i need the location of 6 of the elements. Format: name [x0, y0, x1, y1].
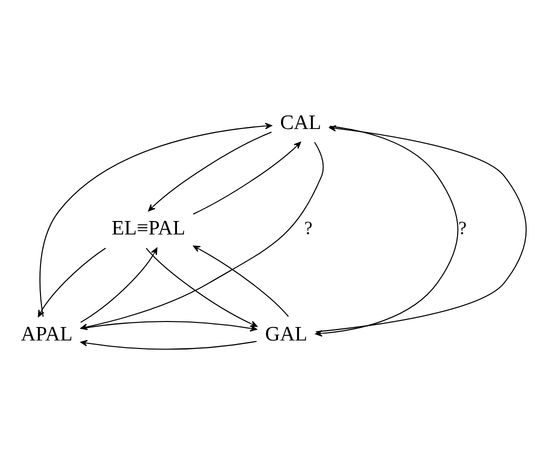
- edge-label: ?: [458, 219, 467, 240]
- node-text: CAL: [280, 112, 322, 134]
- node-text: EL≡PAL: [112, 218, 186, 240]
- node-text: GAL: [265, 324, 308, 346]
- edge-label: ?: [304, 219, 312, 240]
- node-text: APAL: [20, 324, 73, 346]
